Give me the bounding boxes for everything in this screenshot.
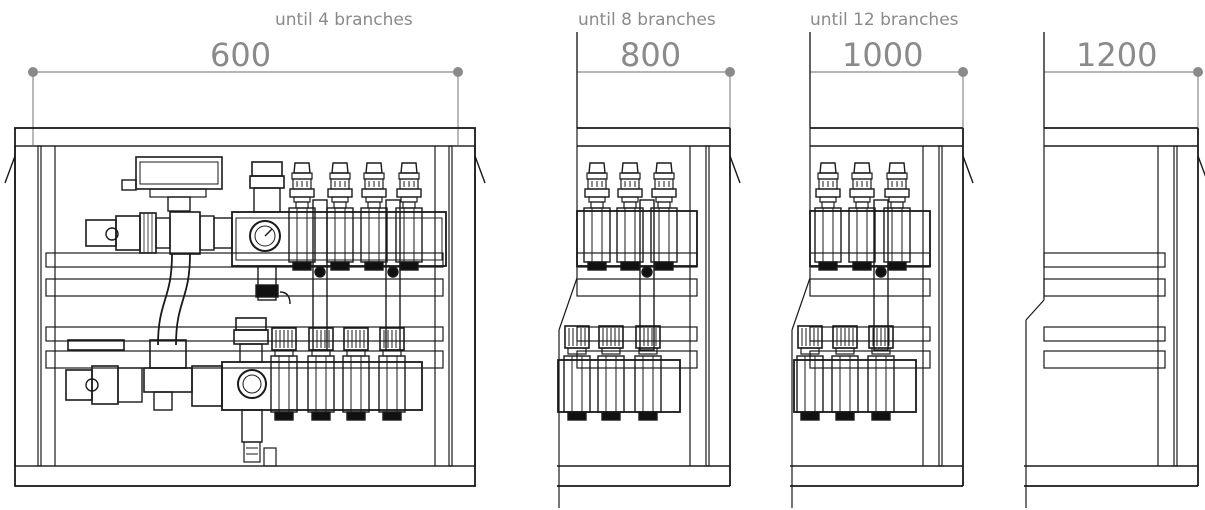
supply-branch-2 <box>616 162 644 271</box>
manifold-bracket <box>873 199 889 351</box>
dimension-1200: 1200 <box>1076 36 1158 74</box>
caption-1000: until 12 branches <box>810 10 959 30</box>
supply-manifold <box>809 210 931 267</box>
supply-branch-2 <box>326 162 354 271</box>
supply-branch-3 <box>360 162 388 271</box>
return-branch-3 <box>867 325 895 421</box>
return-manifold <box>221 317 423 467</box>
supply-branch-1 <box>583 162 611 271</box>
supply-manifold <box>576 210 698 267</box>
supply-branch-3 <box>883 162 911 271</box>
dimension-800: 800 <box>620 36 682 74</box>
supply-branch-1 <box>814 162 842 271</box>
supply-branch-2 <box>848 162 876 271</box>
supply-manifold <box>231 161 447 305</box>
cabinet-800 <box>557 32 741 508</box>
dimension-line-600 <box>28 67 463 145</box>
return-branch-4 <box>378 327 406 421</box>
return-branch-2 <box>831 325 859 421</box>
caption-600: until 4 branches <box>275 10 413 30</box>
cabinet-600 <box>4 127 486 487</box>
return-branch-2 <box>307 327 335 421</box>
return-branch-3 <box>342 327 370 421</box>
dimension-1000: 1000 <box>842 36 924 74</box>
actuator-block <box>121 156 223 212</box>
dimension-600: 600 <box>210 36 272 74</box>
bypass-pipe <box>143 253 193 393</box>
supply-branch-1 <box>288 162 316 271</box>
supply-branch-4 <box>395 162 423 271</box>
return-branch-1 <box>270 327 298 421</box>
return-branch-2 <box>597 325 625 421</box>
manifold-bracket <box>639 199 655 351</box>
return-branch-1 <box>796 325 824 421</box>
cabinet-1200 <box>1024 32 1205 508</box>
return-branch-1 <box>563 325 591 421</box>
return-branch-3 <box>634 325 662 421</box>
caption-800: until 8 branches <box>578 10 716 30</box>
cabinet-1000 <box>790 32 974 508</box>
supply-ball-valve <box>85 211 233 255</box>
supply-branch-3 <box>650 162 678 271</box>
